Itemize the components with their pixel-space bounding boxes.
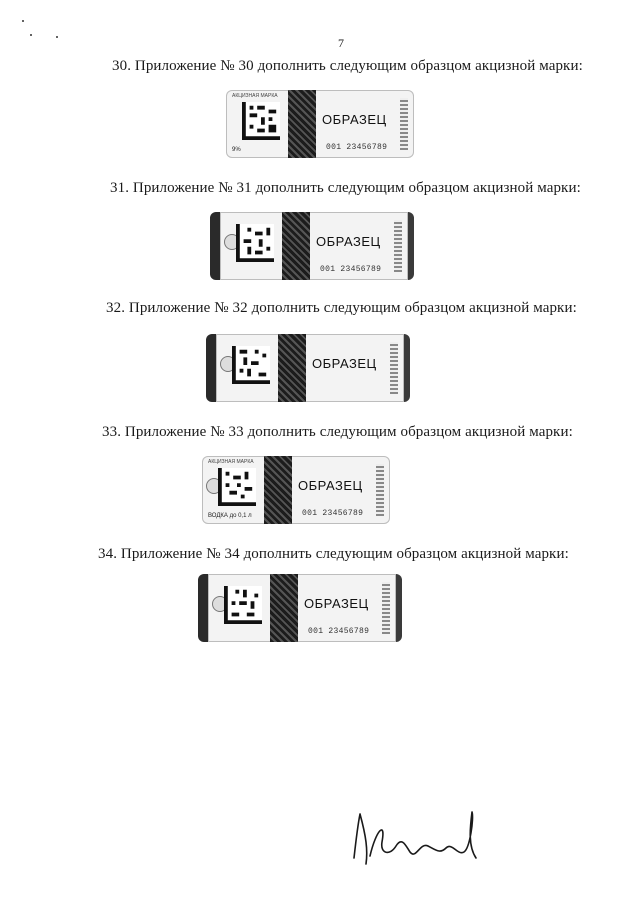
excise-stamp-32: ОБРАЗЕЦ <box>206 334 410 402</box>
stamp-header: акцизная марка <box>232 93 278 99</box>
stamp-side-pattern <box>390 342 398 394</box>
stamp-code: 001 23456789 <box>326 143 388 152</box>
stamp-label: ОБРАЗЕЦ <box>322 112 387 127</box>
stamp-tag: 9% <box>232 147 241 153</box>
datamatrix-icon <box>224 586 262 624</box>
stamp-label: ОБРАЗЕЦ <box>312 356 377 371</box>
stamp-label: ОБРАЗЕЦ <box>298 478 363 493</box>
datamatrix-icon <box>242 102 280 140</box>
signature-icon <box>353 811 477 865</box>
stamp-side-pattern <box>394 220 402 272</box>
excise-stamp-34: ОБРАЗЕЦ 001 23456789 <box>198 574 402 642</box>
hologram-strip <box>278 334 306 402</box>
excise-stamp-33: акцизная марка ОБРАЗЕЦ 001 23456789 ВОДК… <box>202 456 390 524</box>
stamp-tag: ВОДКА до 0,1 л <box>208 513 252 519</box>
hologram-strip <box>288 90 316 158</box>
hologram-strip <box>282 212 310 280</box>
excise-stamp-31: ОБРАЗЕЦ 001 23456789 <box>210 212 414 280</box>
stamp-side-pattern <box>400 98 408 150</box>
stamp-code: 001 23456789 <box>302 509 364 518</box>
item-31-text: 31. Приложение № 31 дополнить следующим … <box>110 180 581 196</box>
scan-speck <box>56 36 58 38</box>
item-34-text: 34. Приложение № 34 дополнить следующим … <box>98 546 569 562</box>
stamp-side-pattern <box>376 464 384 516</box>
scan-speck <box>22 20 24 22</box>
hologram-strip <box>264 456 292 524</box>
hologram-strip <box>270 574 298 642</box>
datamatrix-icon <box>236 224 274 262</box>
stamp-code: 001 23456789 <box>320 265 382 274</box>
item-33-text: 33. Приложение № 33 дополнить следующим … <box>102 424 573 440</box>
stamp-side-pattern <box>382 582 390 634</box>
page-number: 7 <box>338 36 344 50</box>
scan-speck <box>30 34 32 36</box>
datamatrix-icon <box>218 468 256 506</box>
excise-stamp-30: акцизная марка ОБРАЗЕЦ 001 23456789 9% <box>226 90 414 158</box>
stamp-label: ОБРАЗЕЦ <box>316 234 381 249</box>
stamp-code: 001 23456789 <box>308 627 370 636</box>
stamp-label: ОБРАЗЕЦ <box>304 596 369 611</box>
item-30-text: 30. Приложение № 30 дополнить следующим … <box>112 58 583 74</box>
datamatrix-icon <box>232 346 270 384</box>
stamp-header: акцизная марка <box>208 459 254 465</box>
item-32-text: 32. Приложение № 32 дополнить следующим … <box>106 300 577 316</box>
